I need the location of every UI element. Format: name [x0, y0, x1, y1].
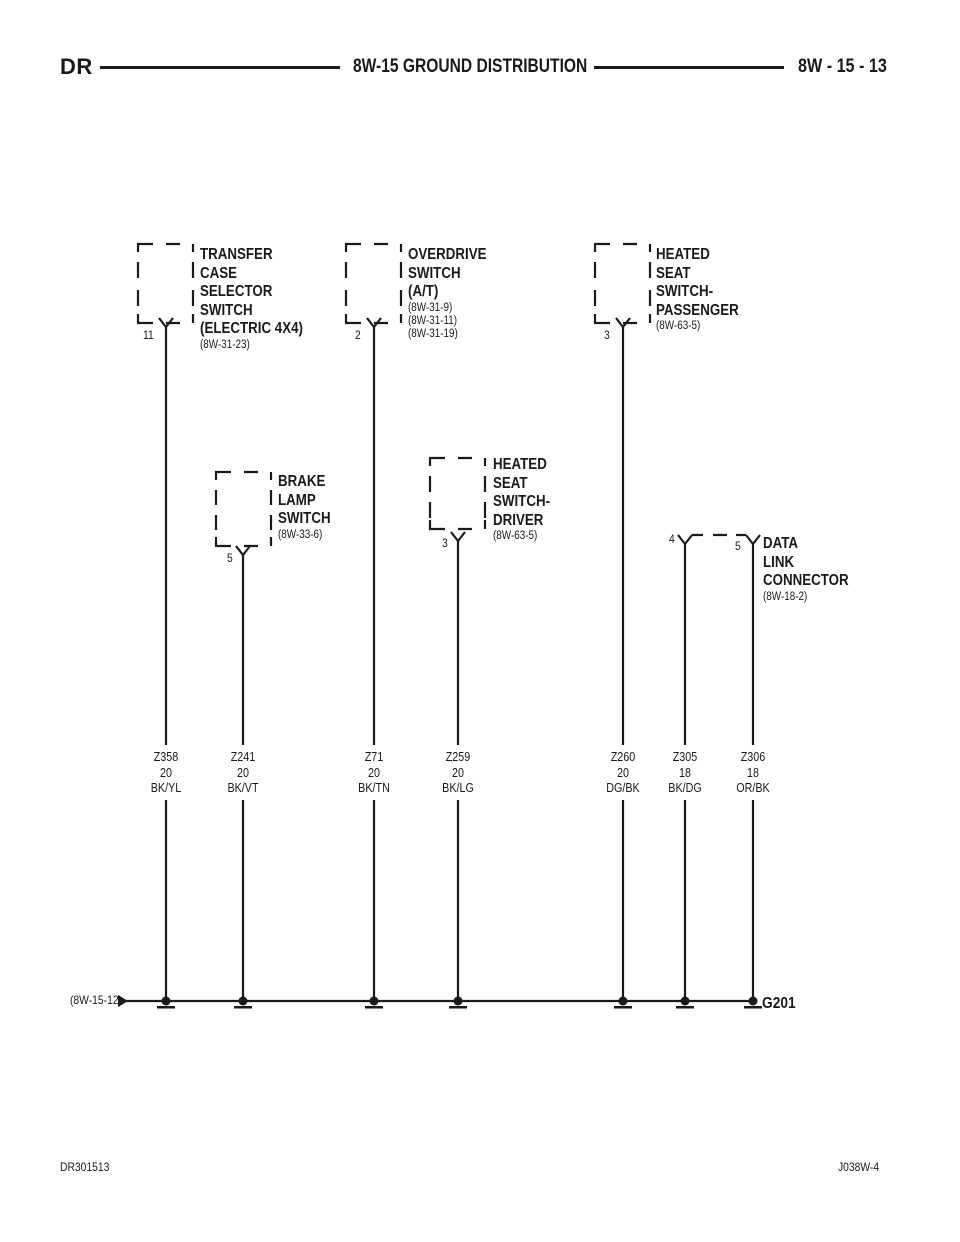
splice-dot — [449, 996, 467, 1009]
page-number: 8W - 15 - 13 — [798, 56, 887, 77]
pin-number: 3 — [442, 536, 448, 550]
transfer-case-switch-outline — [136, 242, 195, 325]
pin-symbol — [235, 545, 251, 557]
pin-number: 4 — [669, 532, 675, 546]
heated-seat-passenger-label: HEATED SEAT SWITCH- PASSENGER (8W-63-5) — [656, 246, 739, 332]
page-section-code: DR — [60, 54, 93, 79]
pin-number: 5 — [735, 539, 741, 553]
header-rule-left — [100, 66, 340, 69]
drawing-number: J038W-4 — [838, 1160, 880, 1174]
heated-seat-driver-outline — [428, 456, 487, 531]
splice-dot — [157, 996, 175, 1009]
pin-symbol — [745, 534, 761, 546]
splice-dot — [614, 996, 632, 1009]
figure-code: DR301513 — [60, 1160, 110, 1174]
pin-number: 11 — [143, 328, 154, 342]
splice-dot — [365, 996, 383, 1009]
heated-seat-passenger-outline — [593, 242, 652, 325]
pin-number: 3 — [604, 328, 610, 342]
offpage-arrow-icon — [118, 995, 128, 1007]
offpage-reference[interactable]: (8W-15-12) — [70, 993, 123, 1007]
pin-symbol — [677, 534, 693, 546]
pin-number: 5 — [227, 551, 233, 565]
pin-number: 2 — [355, 328, 361, 342]
heated-seat-driver-label: HEATED SEAT SWITCH- DRIVER (8W-63-5) — [493, 456, 551, 542]
overdrive-switch-label: OVERDRIVE SWITCH (A/T) (8W-31-9) (8W-31-… — [408, 246, 487, 340]
transfer-case-switch-label: TRANSFER CASE SELECTOR SWITCH (ELECTRIC … — [200, 246, 303, 351]
header-rule-right — [594, 66, 784, 69]
ground-label: G201 — [762, 995, 796, 1012]
data-link-connector-label: DATA LINK CONNECTOR (8W-18-2) — [763, 535, 849, 603]
pin-symbol — [450, 531, 466, 543]
ground-symbol-icon — [744, 996, 762, 1009]
overdrive-switch-outline — [344, 242, 403, 325]
splice-dot — [676, 996, 694, 1009]
splice-dot — [234, 996, 252, 1009]
brake-lamp-switch-outline — [214, 470, 273, 548]
page-title: 8W-15 GROUND DISTRIBUTION — [353, 56, 588, 77]
brake-lamp-switch-label: BRAKE LAMP SWITCH (8W-33-6) — [278, 473, 331, 541]
